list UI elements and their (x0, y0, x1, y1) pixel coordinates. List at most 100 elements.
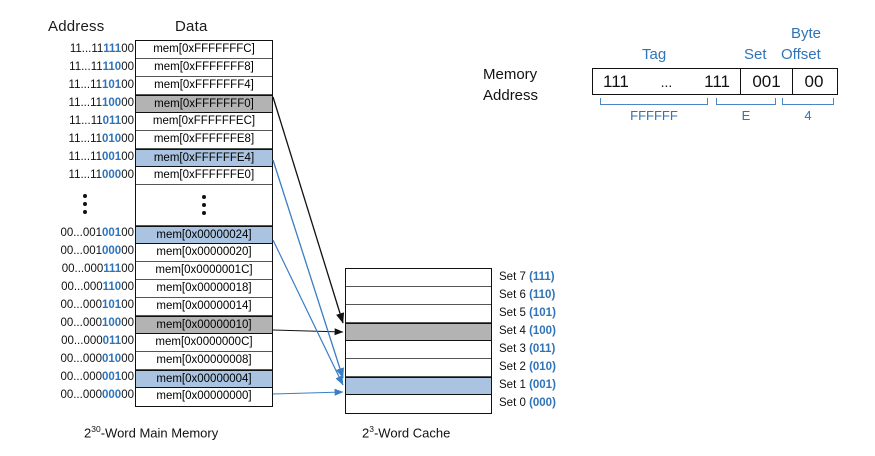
memory-data-row: mem[0xFFFFFFF0] (136, 95, 272, 113)
cache-set-row (346, 305, 491, 323)
address-row: 11...1110100 (36, 76, 134, 94)
memory-data-row: mem[0x00000018] (136, 280, 272, 298)
address-set-bits: 110 (102, 61, 122, 73)
address-row: 11...1100000 (36, 166, 134, 184)
memory-data-row: mem[0xFFFFFFF8] (136, 59, 272, 77)
arrow-memE4-to-set1 (272, 159, 344, 379)
address-tag-bits: 00...001 (60, 227, 103, 239)
address-tag-bits: 00...000 (60, 299, 103, 311)
address-tag-bits: 00...000 (60, 317, 103, 329)
memory-data-row: mem[0x00000008] (136, 352, 272, 370)
cache-set-row (346, 377, 491, 395)
vertical-ellipsis (136, 185, 272, 226)
address-tag-bits: 11...11 (68, 151, 103, 163)
cache-set-binary: (100) (529, 325, 556, 337)
set-bracket (716, 98, 776, 105)
arrow-memF0-to-set4 (272, 96, 345, 324)
address-row: 00...00000100 (36, 368, 134, 386)
address-row: 11...1100100 (36, 148, 134, 166)
main-memory-caption: 230-Word Main Memory (84, 424, 218, 440)
address-tag-bits: 11...11 (69, 115, 103, 127)
tag-left-bits: 111 (603, 71, 629, 91)
address-set-bits: 010 (102, 133, 122, 145)
address-tag-bits: 00...000 (60, 371, 103, 383)
main-memory-table: mem[0xFFFFFFFC]mem[0xFFFFFFF8]mem[0xFFFF… (135, 40, 273, 407)
cache-set-name: Set 1 (499, 379, 526, 391)
cache-set-name: Set 5 (499, 307, 526, 319)
address-set-bits: 111 (103, 43, 122, 55)
address-offset-bits: 00 (121, 61, 134, 73)
cache-table (345, 268, 492, 414)
address-offset-bits: 00 (121, 227, 134, 239)
address-set-bits: 111 (103, 263, 122, 275)
address-row: 11...1101100 (36, 112, 134, 130)
cache-set-binary: (101) (529, 307, 556, 319)
address-row: 11...1111000 (36, 58, 134, 76)
address-offset-bits: 00 (121, 43, 134, 55)
address-offset-bits: 00 (121, 263, 134, 275)
cache-set-binary: (000) (529, 397, 556, 409)
memory-address-label-line2: Address (483, 87, 539, 104)
address-row: 00...00010100 (36, 296, 134, 314)
address-row: 00...00000000 (36, 386, 134, 404)
address-offset-bits: 00 (121, 79, 134, 91)
offset-bracket (782, 98, 834, 105)
cache-set-label: Set 4 (100) (499, 322, 604, 340)
memory-address-breakdown: Memory Address Tag Set Byte Offset 111 .… (470, 20, 865, 150)
cache-set-binary: (010) (529, 361, 556, 373)
tag-ellipsis: ... (660, 73, 673, 90)
cache-set-row (346, 359, 491, 377)
set-field-caption: Set (744, 46, 767, 63)
address-tag-bits: 00...000 (61, 335, 103, 347)
main-memory-caption-base: 2 (84, 425, 92, 441)
byte-field-caption: Byte (791, 25, 822, 42)
memory-data-row: mem[0x0000001C] (136, 262, 272, 280)
cache-set-row (346, 323, 491, 341)
cache-set-name: Set 6 (499, 289, 526, 301)
main-memory-caption-exponent: 30 (91, 424, 101, 434)
main-memory-caption-text: -Word Main Memory (100, 425, 219, 441)
address-row: 00...00001000 (36, 350, 134, 368)
vertical-ellipsis (36, 184, 134, 224)
cache-caption-text: -Word Cache (373, 425, 451, 441)
arrow-mem10-to-set4 (272, 328, 344, 336)
cache-set-name: Set 4 (499, 325, 526, 337)
memory-data-row: mem[0x00000010] (136, 316, 272, 334)
cache-set-label: Set 7 (111) (499, 268, 604, 286)
cache-set-label: Set 1 (001) (499, 376, 604, 394)
memory-data-row: mem[0x00000024] (136, 226, 272, 244)
offset-bits-field: 00 (804, 71, 824, 91)
address-tag-bits: 11...11 (68, 133, 103, 145)
address-tag-bits: 00...001 (60, 245, 103, 257)
address-set-bits: 100 (102, 317, 122, 329)
tag-field-caption: Tag (642, 46, 667, 63)
cache-caption: 23-Word Cache (362, 424, 450, 440)
cache-set-name: Set 2 (499, 361, 526, 373)
address-offset-bits: 00 (121, 317, 134, 329)
address-row: 11...1101000 (36, 130, 134, 148)
arrow-mem04-to-set1 (272, 388, 344, 396)
address-tag-bits: 11...11 (69, 61, 103, 73)
address-set-bits: 010 (102, 353, 122, 365)
address-set-bits: 110 (102, 281, 122, 293)
cache-set-labels: Set 7 (111)Set 6 (110)Set 5 (101)Set 4 (… (499, 268, 604, 412)
address-offset-bits: 00 (121, 281, 134, 293)
address-set-bits: 100 (102, 97, 122, 109)
cache-set-label: Set 5 (101) (499, 304, 604, 322)
memory-data-row: mem[0xFFFFFFF4] (136, 77, 272, 95)
cache-set-label: Set 3 (011) (499, 340, 604, 358)
address-row: 00...00100000 (36, 242, 134, 260)
data-column-header: Data (175, 18, 208, 35)
set-hex-label: E (741, 108, 751, 123)
memory-data-row: mem[0xFFFFFFE0] (136, 167, 272, 185)
cache-caption-base: 2 (362, 425, 370, 441)
address-offset-bits: 00 (121, 151, 134, 163)
tag-hex-label: FFFFFF (630, 108, 678, 123)
address-offset-bits: 00 (121, 371, 134, 383)
address-row: 00...00001100 (36, 332, 134, 350)
memory-data-row: mem[0x00000014] (136, 298, 272, 316)
address-offset-bits: 00 (121, 169, 134, 181)
address-set-bits: 011 (102, 335, 122, 347)
